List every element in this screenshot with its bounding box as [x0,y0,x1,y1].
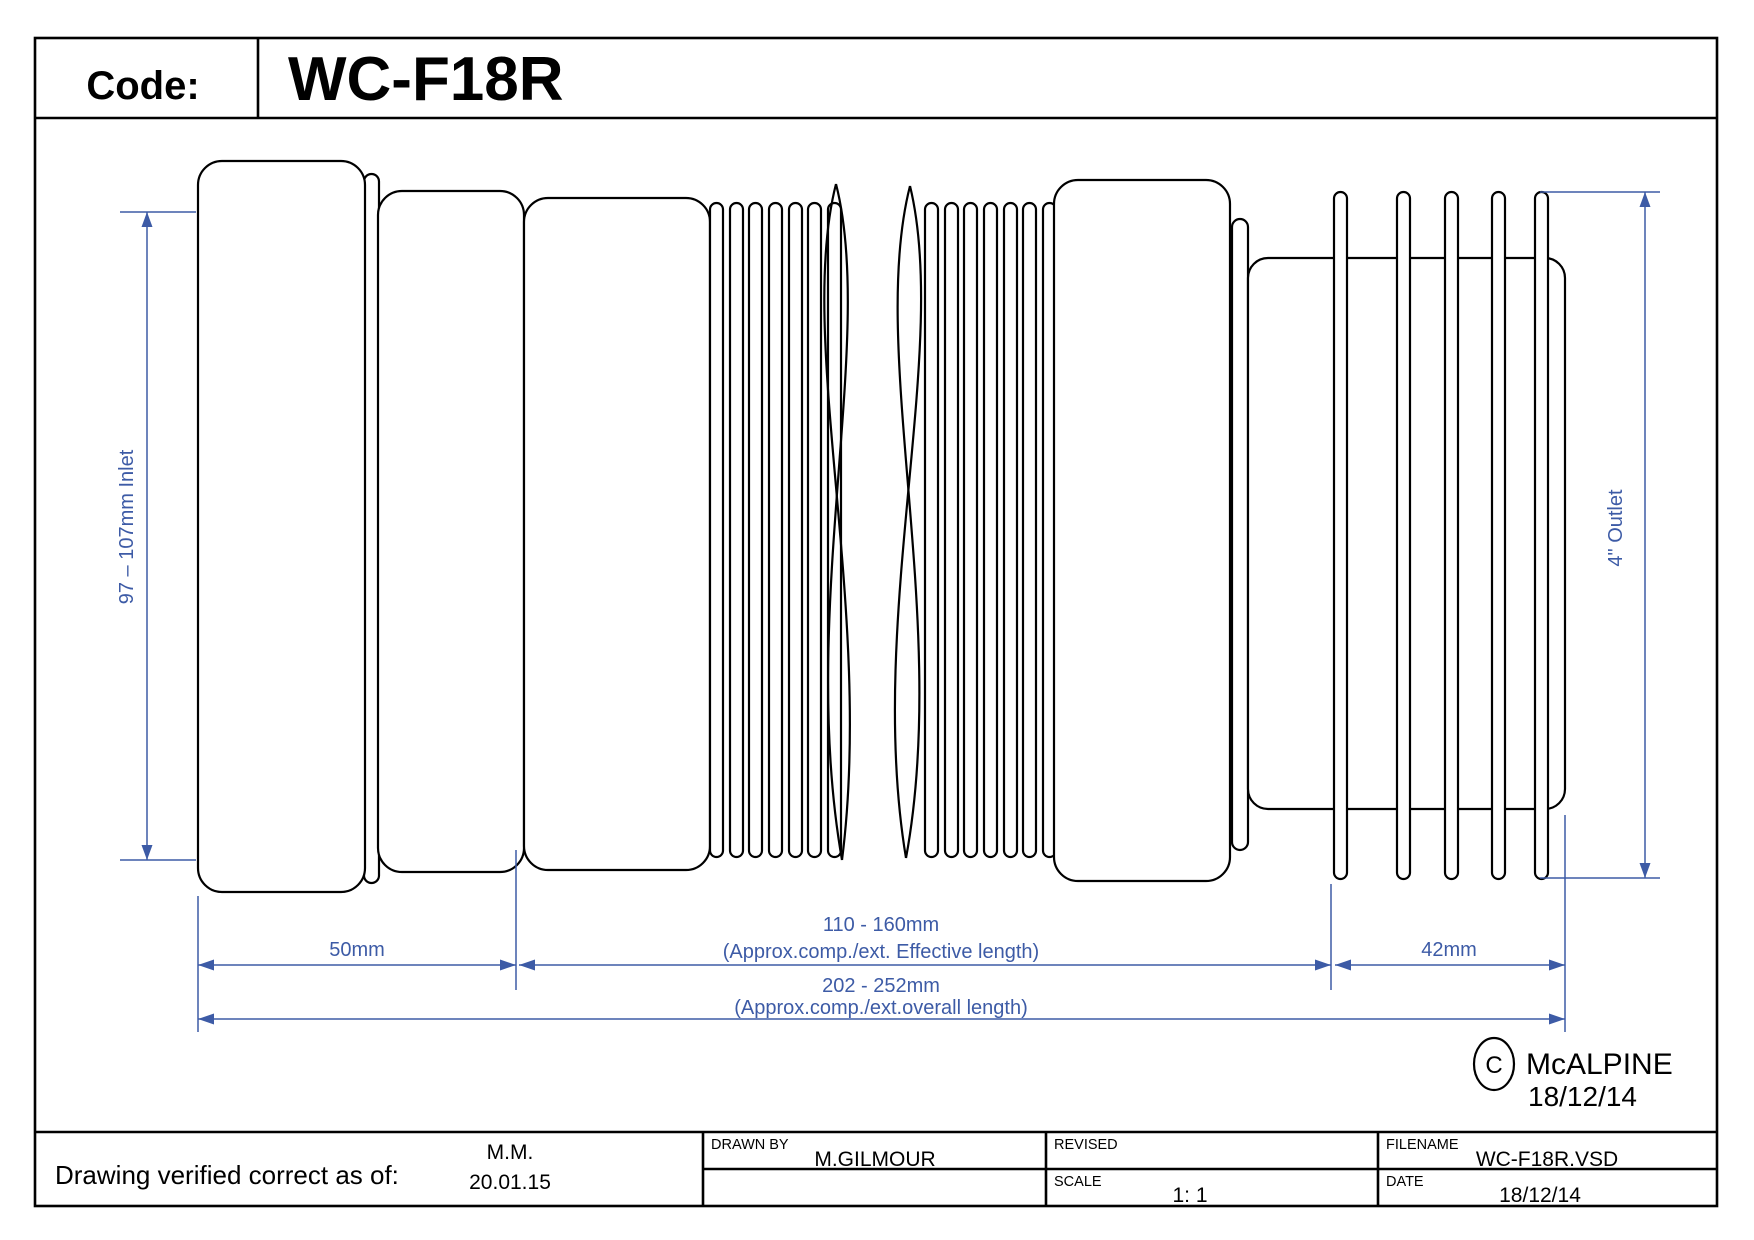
outlet-body-section [1052,178,1232,883]
arrow-right-icon [1549,959,1565,971]
copyright-mark: C McALPINE 18/12/14 [1472,1036,1673,1112]
scale-value: 1: 1 [1172,1184,1207,1207]
verified-date: 20.01.15 [469,1171,551,1194]
arrow-down-icon [1639,863,1651,878]
scale-label: SCALE [1054,1174,1102,1190]
date-value: 18/12/14 [1499,1184,1581,1207]
overall-length-note: (Approx.comp./ext.overall length) [734,997,1027,1019]
arrow-up-icon [141,212,153,227]
corrugation [923,201,940,859]
corrugation [787,201,804,859]
outer-border [33,36,1719,1208]
arrow-left-icon [519,959,535,971]
date-label: DATE [1386,1174,1424,1190]
overall-length-label: 202 - 252mm [822,975,940,997]
bellows-corrugations-right [923,201,1058,859]
outlet-length-label: 42mm [1421,939,1477,961]
corrugation [962,201,979,859]
arrow-right-icon [1315,959,1331,971]
outlet-fin [1533,190,1550,881]
code-value: WC-F18R [288,45,564,114]
corrugation [1021,201,1038,859]
footer-block: Drawing verified correct as of: M.M. 20.… [55,1137,1618,1207]
verified-by: M.M. [487,1141,534,1164]
drawn-by-value: M.GILMOUR [814,1148,935,1171]
pan-connector-drawing [196,159,1567,894]
corrugation [943,201,960,859]
arrow-right-icon [500,959,516,971]
corrugation [708,201,725,859]
outlet-fin [1443,190,1460,881]
dim-overall-length: 202 - 252mm (Approx.comp./ext.overall le… [198,975,1565,1025]
outlet-diameter-label: 4" Outlet [1605,489,1627,567]
outlet-lip-seal [1230,217,1250,852]
outlet-fin [1395,190,1412,881]
corrugation [806,201,823,859]
effective-length-note: (Approx.comp./ext. Effective length) [723,941,1039,963]
flex-leaf-curve [823,183,852,861]
title-block: Code: WC-F18R [86,45,563,114]
filename-value: WC-F18R.VSD [1476,1148,1618,1171]
corrugation [728,201,745,859]
inlet-length-label: 50mm [329,939,385,961]
corrugation [982,201,999,859]
inlet-lip-seal [362,172,381,885]
dim-effective-length: 110 - 160mm (Approx.comp./ext. Effective… [519,914,1331,971]
code-label: Code: [86,64,199,108]
sheet-frame [33,36,1719,1208]
flex-leaf-curve [893,185,923,859]
inlet-diameter-label: 97 – 107mm Inlet [116,449,138,604]
dim-outlet-length: 42mm [1335,939,1565,971]
arrow-left-icon [1335,959,1351,971]
outlet-fin [1332,190,1349,881]
connector-nut-section [376,189,526,874]
outlet-fins [1332,190,1550,881]
copyright-date: 18/12/14 [1528,1081,1637,1112]
arrow-left-icon [198,1013,214,1025]
effective-length-label: 110 - 160mm [823,914,939,936]
filename-label: FILENAME [1386,1137,1459,1153]
inlet-finseal-cap [196,159,367,894]
corrugation [767,201,784,859]
revised-label: REVISED [1054,1137,1118,1153]
copyright-name: McALPINE [1526,1048,1673,1081]
dim-inlet-diameter: 97 – 107mm Inlet [116,211,196,861]
flex-leaf-curve [896,185,921,859]
dim-outlet-diameter: 4" Outlet [1540,191,1660,879]
bellows-corrugations-left [708,201,843,859]
copyright-symbol: C [1485,1052,1502,1079]
corrugation [747,201,764,859]
dim-inlet-length: 50mm [198,939,516,971]
arrow-right-icon [1549,1013,1565,1025]
connector-neck-section [522,196,712,872]
copyright-circle-icon [1472,1036,1516,1092]
flex-leaf-curve [827,183,849,861]
verified-label: Drawing verified correct as of: [55,1160,399,1190]
arrow-down-icon [141,845,153,860]
drawn-by-label: DRAWN BY [711,1137,789,1153]
flex-leaf-curves [823,183,923,861]
outlet-fin [1490,190,1507,881]
arrow-left-icon [198,959,214,971]
arrow-up-icon [1639,192,1651,207]
corrugation [1002,201,1019,859]
dimension-annotations: 97 – 107mm Inlet 4" Outlet 50mm [116,191,1660,1032]
